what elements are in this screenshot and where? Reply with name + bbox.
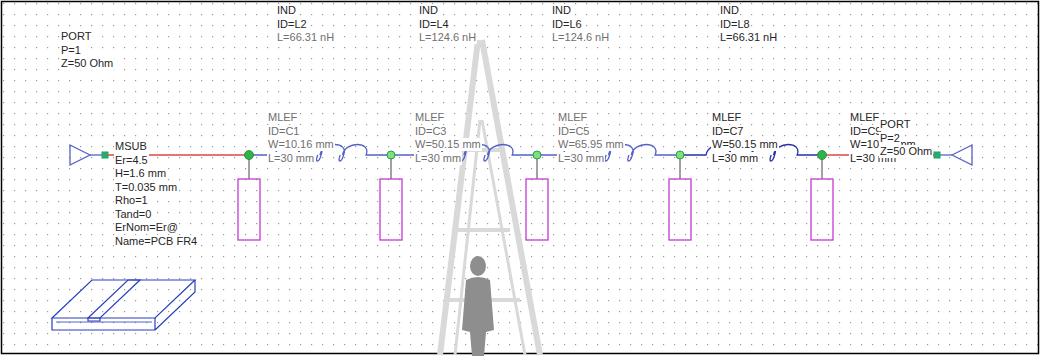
- mlef-label: ID=C3: [414, 125, 448, 138]
- inductor-label: L=124.6 nH: [551, 31, 610, 44]
- substrate-label: Er=4.5: [114, 154, 149, 167]
- mlef-label: MLEF: [711, 111, 742, 124]
- mlef-stub: [669, 179, 691, 240]
- mlef-label: ID=C9: [849, 125, 883, 138]
- mlef-label: W=65.95 mm: [557, 138, 625, 151]
- port-label: Z=50 Ohm: [879, 145, 933, 158]
- port-label: P=1: [60, 44, 82, 57]
- inductor-label: IND: [276, 4, 297, 17]
- substrate-label: Tand=0: [114, 208, 152, 221]
- inductor-label: ID=L8: [719, 18, 751, 31]
- port-symbol: [934, 145, 972, 165]
- mlef-label: ID=C7: [711, 125, 745, 138]
- inductor-label: L=124.6 nH: [418, 31, 477, 44]
- substrate-label: Name=PCB FR4: [114, 235, 198, 248]
- substrate-label: ErNom=Er@: [114, 221, 179, 234]
- mlef-stubs: [238, 151, 833, 241]
- junction-dot: [676, 151, 684, 159]
- mlef-label: L=30 mm: [267, 152, 315, 165]
- junction-dot: [245, 151, 254, 160]
- mlef-label: MLEF: [557, 111, 588, 124]
- substrate-label: H=1.6 mm: [114, 167, 167, 180]
- mlef-label: W=50.15 mm: [711, 138, 779, 151]
- mlef-stub: [526, 179, 548, 240]
- substrate-label: Rho=1: [114, 194, 149, 207]
- mlef-label: L=30 mm: [711, 152, 759, 165]
- port-label: P=2: [879, 132, 901, 145]
- substrate-icon: [52, 280, 195, 330]
- inductor-label: IND: [551, 4, 572, 17]
- port-symbol: [70, 145, 108, 165]
- mlef-label: ID=C5: [557, 125, 591, 138]
- mlef-label: MLEF: [849, 111, 880, 124]
- mlef-stub: [811, 179, 833, 240]
- mlef-label: MLEF: [414, 111, 445, 124]
- mlef-stub: [238, 179, 260, 240]
- watermark-logo: [440, 40, 540, 355]
- inductor-label: L=66.31 nH: [719, 31, 778, 44]
- mlef-label: L=30 mm: [414, 152, 462, 165]
- inductor-label: ID=L2: [276, 18, 308, 31]
- watermark-person: [462, 256, 494, 356]
- mlef-label: ID=C1: [267, 125, 301, 138]
- inductor-label: IND: [418, 4, 439, 17]
- inductor-label: ID=L4: [418, 18, 450, 31]
- mlef-stub: [380, 179, 402, 240]
- dot-grid: [2, 2, 1039, 354]
- mlef-label: L=30 mm: [557, 152, 605, 165]
- mlef-label: MLEF: [267, 111, 298, 124]
- port-label: PORT: [60, 30, 92, 43]
- inductor-label: L=66.31 nH: [276, 31, 335, 44]
- mlef-label: W=10.16 mm: [267, 138, 335, 151]
- substrate-label: MSUB: [114, 140, 148, 153]
- inductor-label: ID=L6: [551, 18, 583, 31]
- frame: [2, 2, 1039, 354]
- junction-dot: [387, 151, 395, 159]
- port-label: PORT: [879, 118, 911, 131]
- port-label: Z=50 Ohm: [60, 57, 114, 70]
- substrate-label: T=0.035 mm: [114, 181, 178, 194]
- inductor-label: IND: [719, 4, 740, 17]
- mlef-label: W=50.15 mm: [414, 138, 482, 151]
- junction-dot: [533, 151, 541, 159]
- junction-dot: [818, 151, 827, 160]
